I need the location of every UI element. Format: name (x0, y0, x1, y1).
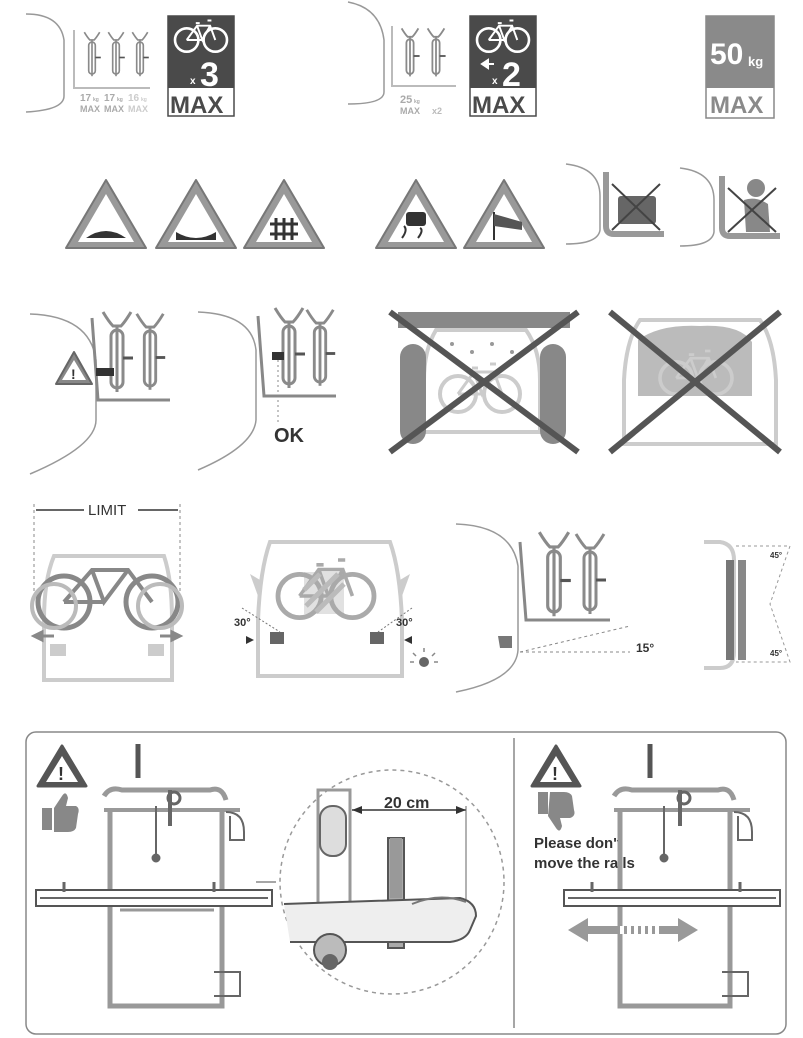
max-3: MAX (128, 104, 148, 114)
load-max: MAX (710, 92, 763, 119)
weight-2: 17 (104, 93, 116, 104)
wind-sign (463, 179, 545, 249)
light-icon (410, 648, 438, 667)
badge-x-2: x (492, 76, 498, 87)
ok-label: OK (274, 425, 305, 447)
thumbs-up-icon (42, 793, 79, 832)
three-bike-capacity: 17 kg 17 kg 16 kg MAX MAX MAX (25, 13, 150, 114)
bottom-angle: 45° (770, 649, 782, 658)
max-two-bike: MAX (400, 106, 420, 116)
load-unit: kg (748, 54, 763, 69)
detail-zoom: 20 cm (279, 769, 505, 995)
warning-icon-right: ! (530, 744, 582, 788)
plug-icon (480, 58, 494, 70)
angle-right: 30° (396, 617, 413, 629)
svg-text:!: ! (71, 366, 76, 382)
top-angle: 45° (770, 551, 782, 560)
warning-text-line-2: move the rails (534, 855, 635, 872)
bump-sign (65, 179, 147, 249)
no-passenger (679, 167, 780, 247)
pedal-ok-panel: OK (197, 306, 337, 471)
ground-clearance-panel: 15° (455, 523, 654, 693)
badge-2-bikes: x 2 MAX (469, 15, 537, 119)
thumbs-down-icon (538, 792, 575, 831)
badge-max: MAX (170, 92, 223, 119)
limit-label: LIMIT (88, 502, 126, 519)
rack-assembly-right (563, 744, 781, 1009)
rear-angle-panel: 45° 45° (704, 540, 791, 670)
angle-left: 30° (234, 617, 251, 629)
warning-icon-left: ! (36, 744, 88, 788)
badge-3-bikes: x 3 MAX (167, 15, 235, 119)
mult-two-bike: x2 (432, 106, 442, 116)
unit-3: kg (141, 97, 147, 103)
badge-x: x (190, 76, 196, 87)
light-visibility-panel: 30° 30° (234, 540, 438, 678)
do-not-move-arrow (568, 918, 698, 942)
width-limit-panel: LIMIT (30, 502, 184, 682)
svg-text:!: ! (58, 764, 64, 784)
max-1: MAX (80, 104, 100, 114)
warning-text-line-1: Please don't (534, 835, 622, 852)
railroad-sign (243, 179, 325, 249)
no-luggage (565, 163, 664, 245)
unit-1: kg (93, 97, 99, 103)
badge-count-3: 3 (200, 56, 219, 94)
no-roof-rack-panel (388, 309, 580, 455)
no-cover-panel (608, 309, 782, 455)
dip-sign (155, 179, 237, 249)
two-bike-capacity: 25 kg MAX x2 (347, 1, 456, 116)
badge-count-2: 2 (502, 56, 521, 94)
rack-assembly-left (35, 744, 273, 1009)
unit-2: kg (117, 97, 123, 103)
unit-two-bike: kg (414, 99, 420, 105)
weight-3: 16 (128, 93, 140, 104)
svg-text:!: ! (552, 764, 558, 784)
load-value: 50 (710, 38, 743, 71)
ground-angle: 15° (636, 641, 654, 655)
distance-label: 20 cm (384, 795, 429, 812)
slippery-sign (375, 179, 457, 249)
weight-1: 17 (80, 93, 92, 104)
weight-two-bike: 25 (400, 94, 412, 106)
load-badge: 50 kg MAX (705, 15, 775, 119)
pedal-warning-panel: ! (29, 310, 170, 475)
badge-max-2: MAX (472, 92, 525, 119)
bottom-frame (25, 731, 787, 1035)
max-2: MAX (104, 104, 124, 114)
